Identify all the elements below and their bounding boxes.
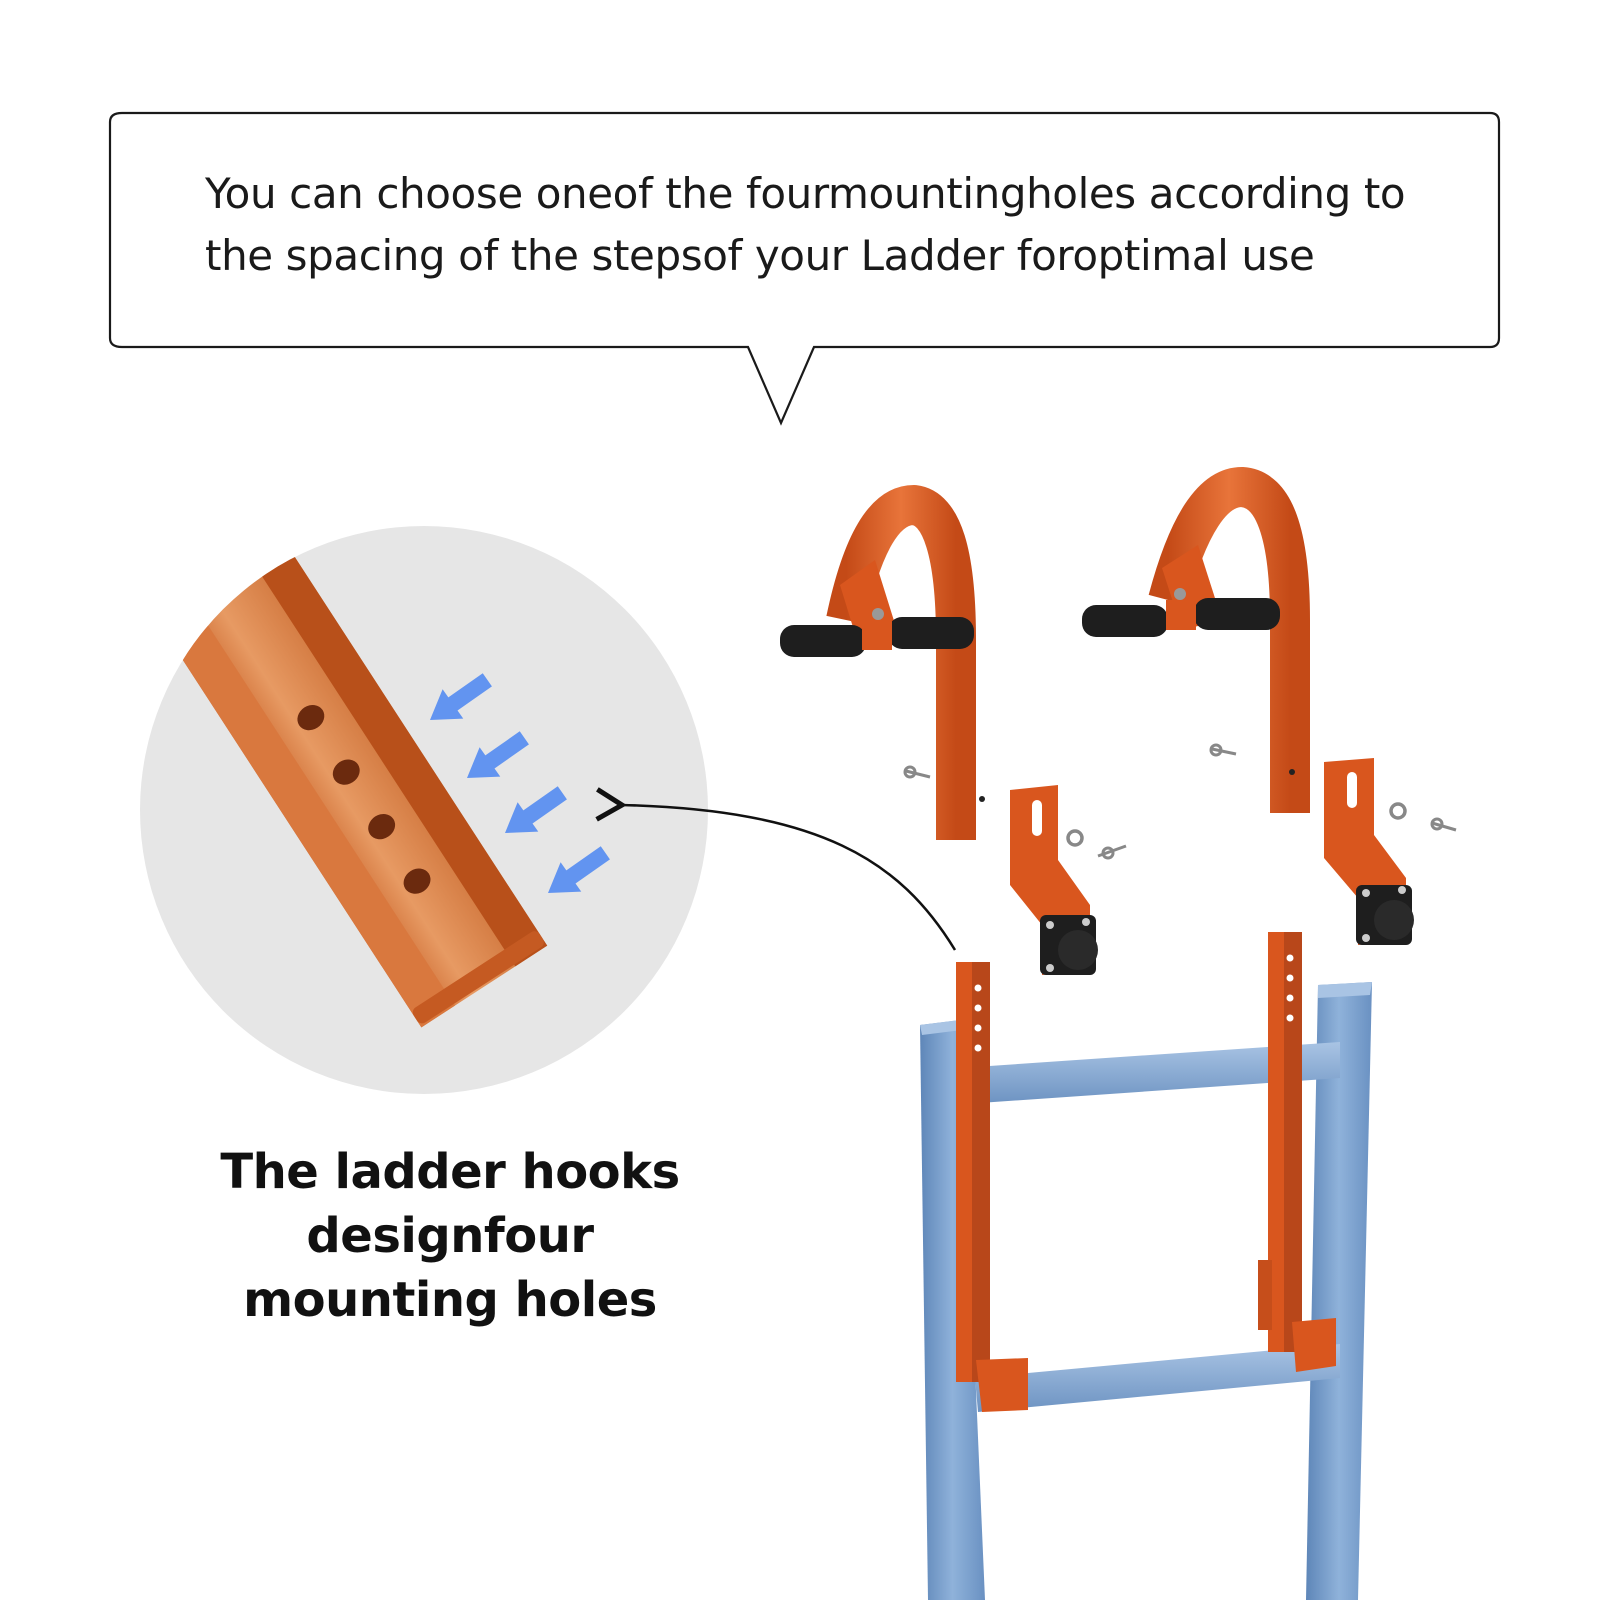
speech-bubble-outline	[108, 111, 1501, 426]
caption-line-1: The ladder hooks designfour	[220, 1144, 680, 1264]
callout-text: You can choose oneof the fourmountinghol…	[205, 169, 1406, 280]
mounting-holes	[297, 704, 431, 894]
wheel-bracket-left	[1010, 785, 1098, 975]
caption: The ladder hooks designfour mounting hol…	[80, 1140, 820, 1332]
product-illustration	[140, 467, 1457, 1600]
hook-mount-right	[1258, 932, 1336, 1372]
hook-mount-left	[956, 962, 1028, 1412]
curved-pointer-arrow	[595, 787, 957, 951]
caption-line-2: mounting holes	[243, 1272, 657, 1328]
washer	[1066, 802, 1407, 847]
magnify-circle	[140, 526, 708, 1094]
ladder	[920, 982, 1372, 1600]
ladder-hook-right	[1082, 467, 1310, 813]
callout-bubble	[108, 111, 1501, 426]
bolt	[903, 743, 1457, 860]
ladder-hook-left	[780, 485, 985, 840]
wheel-bracket-right	[1324, 758, 1414, 945]
blue-arrow-icon	[430, 673, 610, 893]
